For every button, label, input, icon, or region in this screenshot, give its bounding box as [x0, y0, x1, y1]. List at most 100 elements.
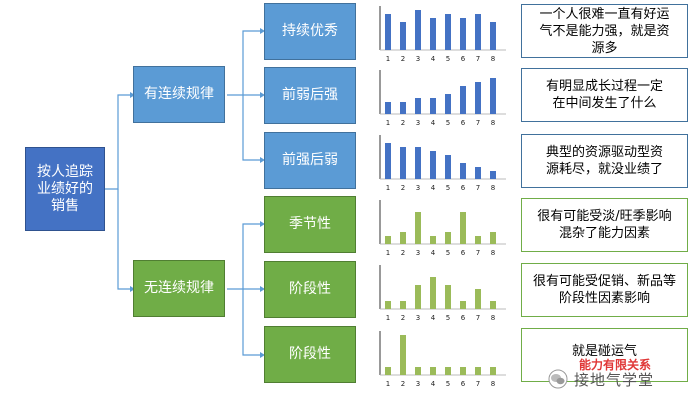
- pattern-note-text: 典型的资源驱动型资源耗尽，就没业绩了: [545, 145, 663, 177]
- bar: [400, 102, 406, 114]
- x-tick-label: 7: [476, 55, 480, 63]
- bar: [445, 285, 451, 309]
- x-tick-label: 6: [461, 380, 466, 388]
- x-tick-label: 4: [431, 249, 436, 257]
- x-tick-label: 6: [461, 249, 466, 257]
- bar: [445, 14, 451, 50]
- bar: [415, 10, 421, 50]
- x-tick-label: 3: [416, 380, 420, 388]
- x-tick-label: 4: [431, 314, 436, 322]
- bar: [400, 22, 406, 50]
- x-tick-label: 8: [491, 55, 495, 63]
- pattern-node: 阶段性: [264, 261, 356, 318]
- pattern-label: 持续优秀: [282, 23, 338, 39]
- pattern-note: 典型的资源驱动型资源耗尽，就没业绩了: [521, 134, 688, 188]
- bar: [460, 367, 466, 375]
- bar: [445, 367, 451, 375]
- bar: [490, 232, 496, 244]
- bar: [430, 236, 436, 244]
- x-tick-label: 7: [476, 380, 480, 388]
- root-label: 按人追踪业绩好的销售: [37, 163, 93, 214]
- bar: [415, 147, 421, 179]
- pattern-note: 有明显成长过程一定在中间发生了什么: [521, 68, 688, 122]
- bar: [460, 86, 466, 114]
- x-tick-label: 1: [386, 119, 390, 127]
- x-tick-label: 4: [431, 184, 436, 192]
- bar: [445, 232, 451, 244]
- bar: [430, 151, 436, 179]
- bar: [460, 18, 466, 50]
- group-continuous-label: 有连续规律: [144, 86, 214, 102]
- bar: [430, 277, 436, 309]
- bar: [460, 163, 466, 179]
- pattern-label: 前强后弱: [282, 152, 338, 168]
- bar: [400, 335, 406, 375]
- x-tick-label: 2: [401, 184, 405, 192]
- x-tick-label: 2: [401, 380, 405, 388]
- x-tick-label: 4: [431, 119, 436, 127]
- bar: [415, 285, 421, 309]
- x-tick-label: 5: [446, 314, 450, 322]
- pattern-label: 前弱后强: [282, 87, 338, 103]
- bar: [385, 301, 391, 309]
- pattern-node: 前弱后强: [264, 67, 356, 124]
- bar: [415, 367, 421, 375]
- bar: [445, 155, 451, 179]
- bar: [430, 367, 436, 375]
- group-noncontinuous-label: 无连续规律: [144, 280, 214, 296]
- watermark-overlay: 能力有限关系: [579, 358, 652, 372]
- pattern-note-text: 有明显成长过程一定在中间发生了什么: [545, 79, 663, 111]
- pattern-node: 阶段性: [264, 326, 356, 383]
- group-noncontinuous: 无连续规律: [133, 260, 225, 317]
- pattern-label: 季节性: [289, 216, 331, 232]
- x-tick-label: 1: [386, 380, 390, 388]
- x-tick-label: 8: [491, 119, 495, 127]
- bar: [430, 98, 436, 114]
- pattern-node: 持续优秀: [264, 3, 356, 60]
- watermark: 接地气学堂 能力有限关系: [548, 358, 693, 394]
- x-tick-label: 5: [446, 249, 450, 257]
- x-tick-label: 6: [461, 184, 466, 192]
- x-tick-label: 5: [446, 119, 450, 127]
- bar: [475, 367, 481, 375]
- bar: [400, 232, 406, 244]
- x-tick-label: 6: [461, 119, 466, 127]
- x-tick-label: 5: [446, 380, 450, 388]
- pattern-note: 就是碰运气: [521, 328, 688, 382]
- bar: [445, 94, 451, 114]
- x-tick-label: 3: [416, 55, 420, 63]
- x-tick-label: 3: [416, 314, 420, 322]
- x-tick-label: 7: [476, 314, 480, 322]
- bar: [490, 22, 496, 50]
- x-tick-label: 1: [386, 249, 390, 257]
- pattern-note-text: 很有可能受促销、新品等阶段性因素影响: [532, 274, 676, 306]
- root-node: 按人追踪业绩好的销售: [25, 147, 105, 231]
- pattern-note-text: 很有可能受淡/旺季影响混杂了能力因素: [537, 209, 672, 241]
- x-tick-label: 2: [401, 314, 405, 322]
- bar: [400, 301, 406, 309]
- x-tick-label: 5: [446, 184, 450, 192]
- x-tick-label: 2: [401, 249, 405, 257]
- x-tick-label: 2: [401, 119, 405, 127]
- wechat-icon: [548, 369, 568, 389]
- x-tick-label: 3: [416, 184, 420, 192]
- x-tick-label: 1: [386, 314, 390, 322]
- pattern-node: 季节性: [264, 196, 356, 253]
- pattern-note: 很有可能受淡/旺季影响混杂了能力因素: [521, 198, 688, 252]
- bar: [430, 18, 436, 50]
- watermark-text: 接地气学堂: [574, 370, 655, 389]
- x-tick-label: 7: [476, 249, 480, 257]
- x-tick-label: 1: [386, 55, 390, 63]
- x-tick-label: 4: [431, 380, 436, 388]
- bar: [475, 82, 481, 114]
- bar: [490, 78, 496, 114]
- x-tick-label: 3: [416, 119, 420, 127]
- bar: [475, 14, 481, 50]
- bar: [385, 14, 391, 50]
